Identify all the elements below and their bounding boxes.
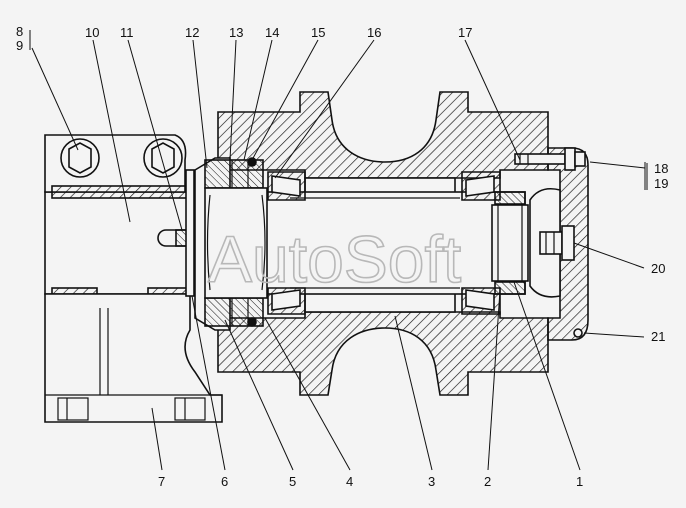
callout-12: 12 xyxy=(185,25,199,40)
callout-labels: 8 9 10 11 12 13 14 15 16 17 18 19 20 21 … xyxy=(16,24,668,489)
callout-15: 15 xyxy=(311,25,325,40)
callout-14: 14 xyxy=(265,25,279,40)
right-bearing xyxy=(461,171,501,315)
callout-7: 7 xyxy=(158,474,165,489)
callout-10: 10 xyxy=(85,25,99,40)
watermark-text: AutoSoft xyxy=(208,222,461,296)
left-bearing xyxy=(267,171,306,315)
leader-lines xyxy=(29,30,646,471)
callout-3: 3 xyxy=(428,474,435,489)
callout-8: 8 xyxy=(16,24,23,39)
callout-17: 17 xyxy=(458,25,472,40)
callout-2: 2 xyxy=(484,474,491,489)
callout-4: 4 xyxy=(346,474,353,489)
cover-bolt xyxy=(514,147,586,171)
left-seal-group xyxy=(194,157,268,331)
bracket-bolts xyxy=(60,138,183,178)
callout-21: 21 xyxy=(651,329,665,344)
callout-1: 1 xyxy=(576,474,583,489)
callout-16: 16 xyxy=(367,25,381,40)
callout-5: 5 xyxy=(289,474,296,489)
callout-20: 20 xyxy=(651,261,665,276)
callout-13: 13 xyxy=(229,25,243,40)
shaft-pin xyxy=(157,169,199,297)
callout-6: 6 xyxy=(221,474,228,489)
callout-11: 11 xyxy=(120,25,134,40)
roller-body xyxy=(217,91,549,396)
callout-9: 9 xyxy=(16,38,23,53)
callout-18: 18 xyxy=(654,161,668,176)
callout-19: 19 xyxy=(654,176,668,191)
shaft-nut xyxy=(491,191,529,295)
filler-plug xyxy=(539,225,575,261)
